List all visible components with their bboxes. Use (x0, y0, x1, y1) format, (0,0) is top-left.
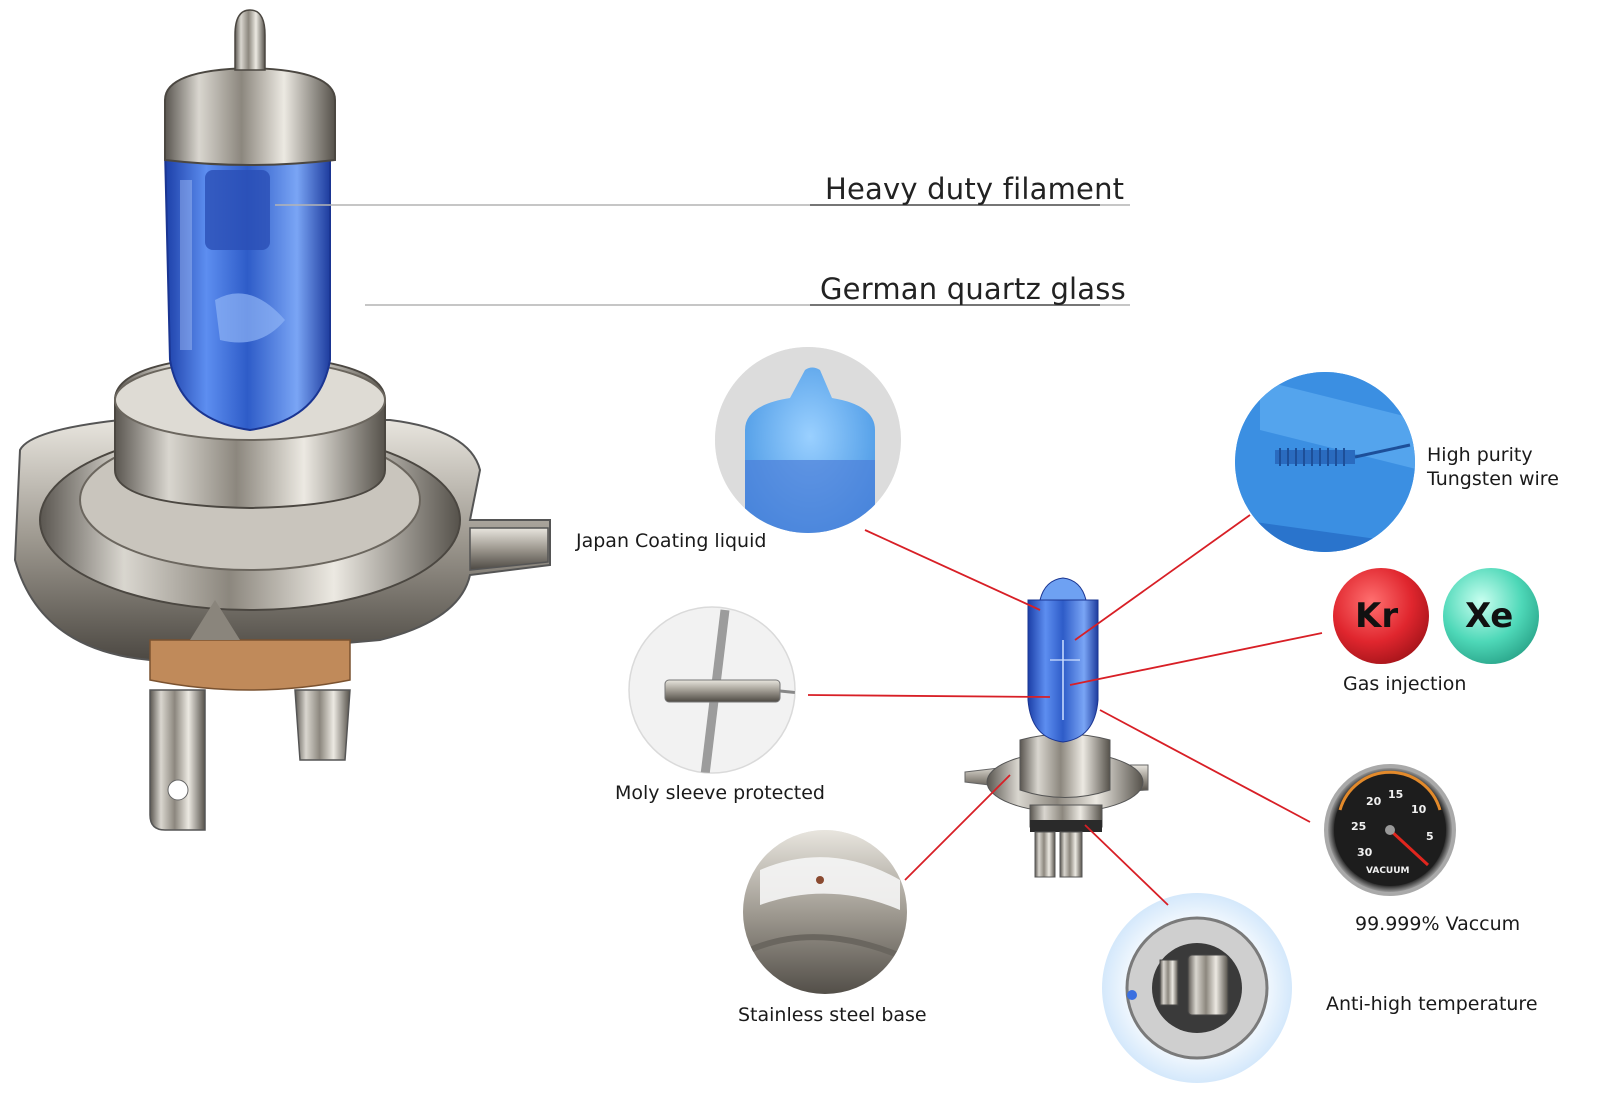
kr-symbol: Kr (1355, 596, 1399, 636)
gas-label: Gas injection (1343, 673, 1467, 695)
vacuum-gauge-icon (1324, 764, 1456, 896)
halogen-bulb-small-icon (964, 577, 1149, 878)
moly-closeup (628, 606, 796, 774)
tungsten-label-line1: High purity (1427, 444, 1533, 466)
base-label: Stainless steel base (738, 1004, 927, 1026)
gauge-tick: 15 (1388, 788, 1404, 801)
filament-label: Heavy duty filament (825, 172, 1125, 206)
temperature-label: Anti-high temperature (1326, 993, 1538, 1015)
gauge-tick: 10 (1411, 803, 1427, 816)
gauge-tick: 30 (1357, 846, 1373, 859)
gauge-caption: VACUUM (1366, 866, 1410, 876)
coating-label: Japan Coating liquid (576, 530, 767, 552)
xe-symbol: Xe (1465, 596, 1514, 636)
xe-badge-icon (1443, 568, 1539, 664)
halogen-bulb-large-icon (13, 9, 551, 831)
coating-closeup (715, 347, 901, 533)
gauge-tick: 20 (1366, 795, 1382, 808)
moly-label: Moly sleeve protected (615, 782, 825, 804)
vacuum-label: 99.999% Vaccum (1355, 913, 1521, 935)
steel-base-closeup (743, 830, 907, 994)
gauge-tick: 25 (1351, 820, 1367, 833)
tungsten-closeup (1235, 372, 1415, 552)
base-socket-closeup (1102, 893, 1292, 1083)
leader-lines (807, 514, 1323, 906)
kr-badge-icon (1333, 568, 1429, 664)
tungsten-label-line2: Tungsten wire (1427, 468, 1559, 490)
gauge-tick: 5 (1426, 830, 1434, 843)
glass-label: German quartz glass (820, 272, 1126, 306)
